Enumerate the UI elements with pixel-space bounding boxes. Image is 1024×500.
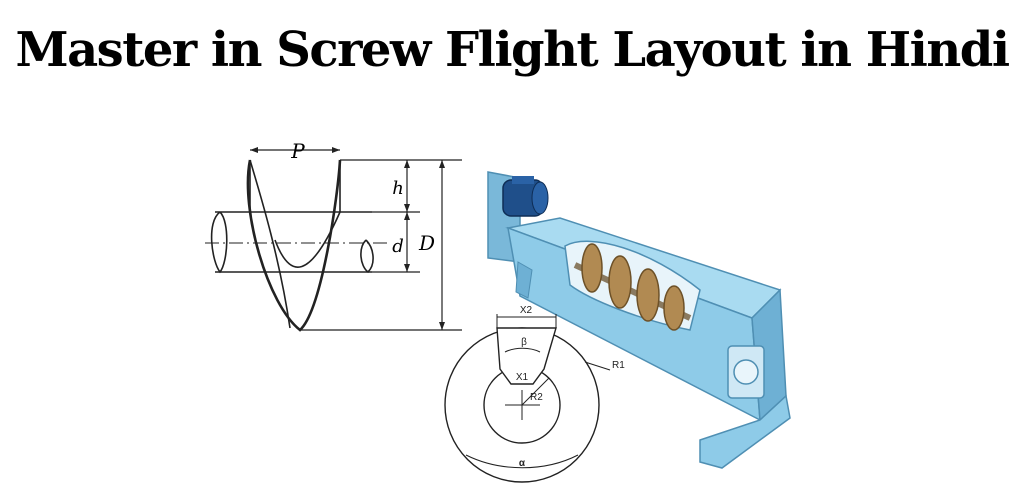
support-foot-right [699, 394, 791, 469]
flight-inner-curve [274, 211, 341, 268]
screw-flight-1 [581, 243, 603, 293]
r2-leader [521, 377, 550, 406]
page-title: Master in Screw Flight Layout in Hindi [15, 22, 1010, 78]
r2-label: R2 [530, 392, 543, 403]
alpha-label: α [519, 458, 526, 469]
r1-label: R1 [612, 360, 625, 371]
height-label: h [392, 178, 404, 199]
outer-diameter-label: D [418, 231, 435, 255]
x1-label: X1 [516, 372, 529, 383]
screw-dimension-drawing [205, 147, 462, 332]
x2-label: X2 [520, 305, 533, 316]
screw-flight-4 [663, 285, 685, 331]
shaft-right-break [360, 239, 374, 274]
flight-front-edge [246, 159, 342, 332]
h-d-arrowheads [404, 160, 410, 272]
screw-flight-2 [608, 255, 632, 309]
screw-flight-3 [636, 268, 660, 322]
bearing-cap [733, 359, 759, 385]
shaft-left-break [210, 211, 228, 274]
flight-back-edge [249, 159, 291, 329]
support-leg-left [515, 261, 533, 299]
beta-label: β [521, 337, 527, 348]
pitch-label: P [290, 139, 305, 163]
motor-terminal-box [512, 176, 534, 184]
beta-arc [504, 347, 541, 353]
shaft-diameter-label: d [392, 236, 404, 257]
alpha-arc [465, 454, 579, 469]
motor-face [531, 181, 549, 215]
r1-leader [584, 361, 611, 371]
flight-layout-drawing [444, 314, 611, 483]
screw-conveyor-illustration [487, 171, 791, 469]
